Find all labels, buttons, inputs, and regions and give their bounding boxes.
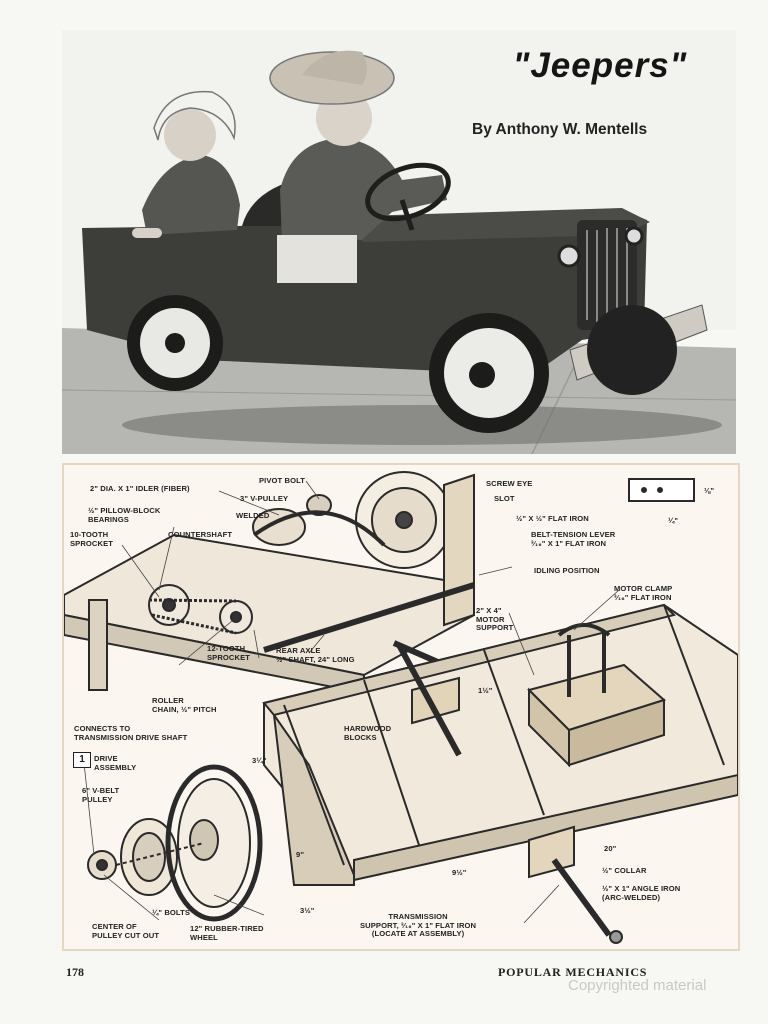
- label-flat-iron-half: ½" X ½" FLAT IRON: [516, 514, 589, 523]
- label-hardwood-blocks: HARDWOOD BLOCKS: [344, 724, 392, 742]
- magazine-name: POPULAR MECHANICS: [498, 965, 648, 979]
- label-screw-eye: SCREW EYE: [486, 479, 533, 488]
- dim-9: 9": [296, 850, 305, 859]
- label-sprocket-10: 10-TOOTH SPROCKET: [70, 530, 113, 548]
- article-title: "Jeepers": [512, 46, 688, 85]
- label-center-of-pulley: CENTER OF PULLEY CUT OUT: [92, 922, 160, 940]
- chassis-drawing: [64, 471, 738, 944]
- label-idling-position: IDLING POSITION: [534, 566, 600, 575]
- page-number: 178: [66, 965, 84, 979]
- label-rubber-tired-wheel: 12" RUBBER-TIRED WHEEL: [190, 924, 264, 942]
- label-welded: WELDED: [236, 511, 270, 520]
- label-drive-assembly: DRIVE ASSEMBLY: [94, 754, 137, 772]
- dim-inset-a: ⅛": [704, 486, 715, 495]
- label-collar: ½" COLLAR: [602, 866, 647, 875]
- jeep-photo: [62, 30, 736, 454]
- label-belt-tension-lever: BELT-TENSION LEVER ³⁄₁₆" X 1" FLAT IRON: [531, 530, 616, 548]
- label-transmission-support: TRANSMISSION SUPPORT, ³⁄₁₆" X 1" FLAT IR…: [360, 912, 477, 939]
- dim-3-half: 3½": [300, 906, 315, 915]
- dim-inset-b: ¼": [668, 516, 679, 525]
- label-pillow-block: ½" PILLOW-BLOCK BEARINGS: [88, 506, 161, 524]
- article-byline: By Anthony W. Mentells: [472, 121, 648, 138]
- label-connects-to: CONNECTS TO TRANSMISSION DRIVE SHAFT: [74, 724, 188, 742]
- label-sprocket-12: 12-TOOTH SPROCKET: [207, 644, 250, 662]
- label-idler: 2" DIA. X 1" IDLER (FIBER): [90, 484, 190, 493]
- label-motor-clamp: MOTOR CLAMP ³⁄₁₆" FLAT IRON: [614, 584, 673, 602]
- label-pivot-bolt: PIVOT BOLT: [259, 476, 305, 485]
- label-slot: SLOT: [494, 494, 515, 503]
- dim-20: 20": [604, 844, 617, 853]
- dim-3-quarter: 3¼": [252, 756, 267, 765]
- label-v-belt-pulley-6: 6" V-BELT PULLEY: [82, 786, 120, 804]
- label-v-pulley-3: 3" V-PULLEY: [240, 494, 289, 503]
- dim-1-half: 1½": [478, 686, 493, 695]
- label-rear-axle: REAR AXLE ½" SHAFT, 24" LONG: [276, 646, 355, 664]
- construction-diagram: 2" DIA. X 1" IDLER (FIBER) PIVOT BOLT SC…: [62, 463, 740, 951]
- figure-number-box: 1: [73, 752, 91, 768]
- label-bolts: ¼" BOLTS: [152, 908, 191, 917]
- label-motor-support: 2" X 4" MOTOR SUPPORT: [476, 606, 514, 633]
- copyright-watermark: Copyrighted material: [568, 977, 707, 994]
- label-angle-iron: ½" X 1" ANGLE IRON (ARC-WELDED): [602, 884, 681, 902]
- dim-9-half: 9½": [452, 868, 467, 877]
- label-countershaft: COUNTERSHAFT: [168, 530, 233, 539]
- label-roller-chain: ROLLER CHAIN, ½" PITCH: [152, 696, 217, 714]
